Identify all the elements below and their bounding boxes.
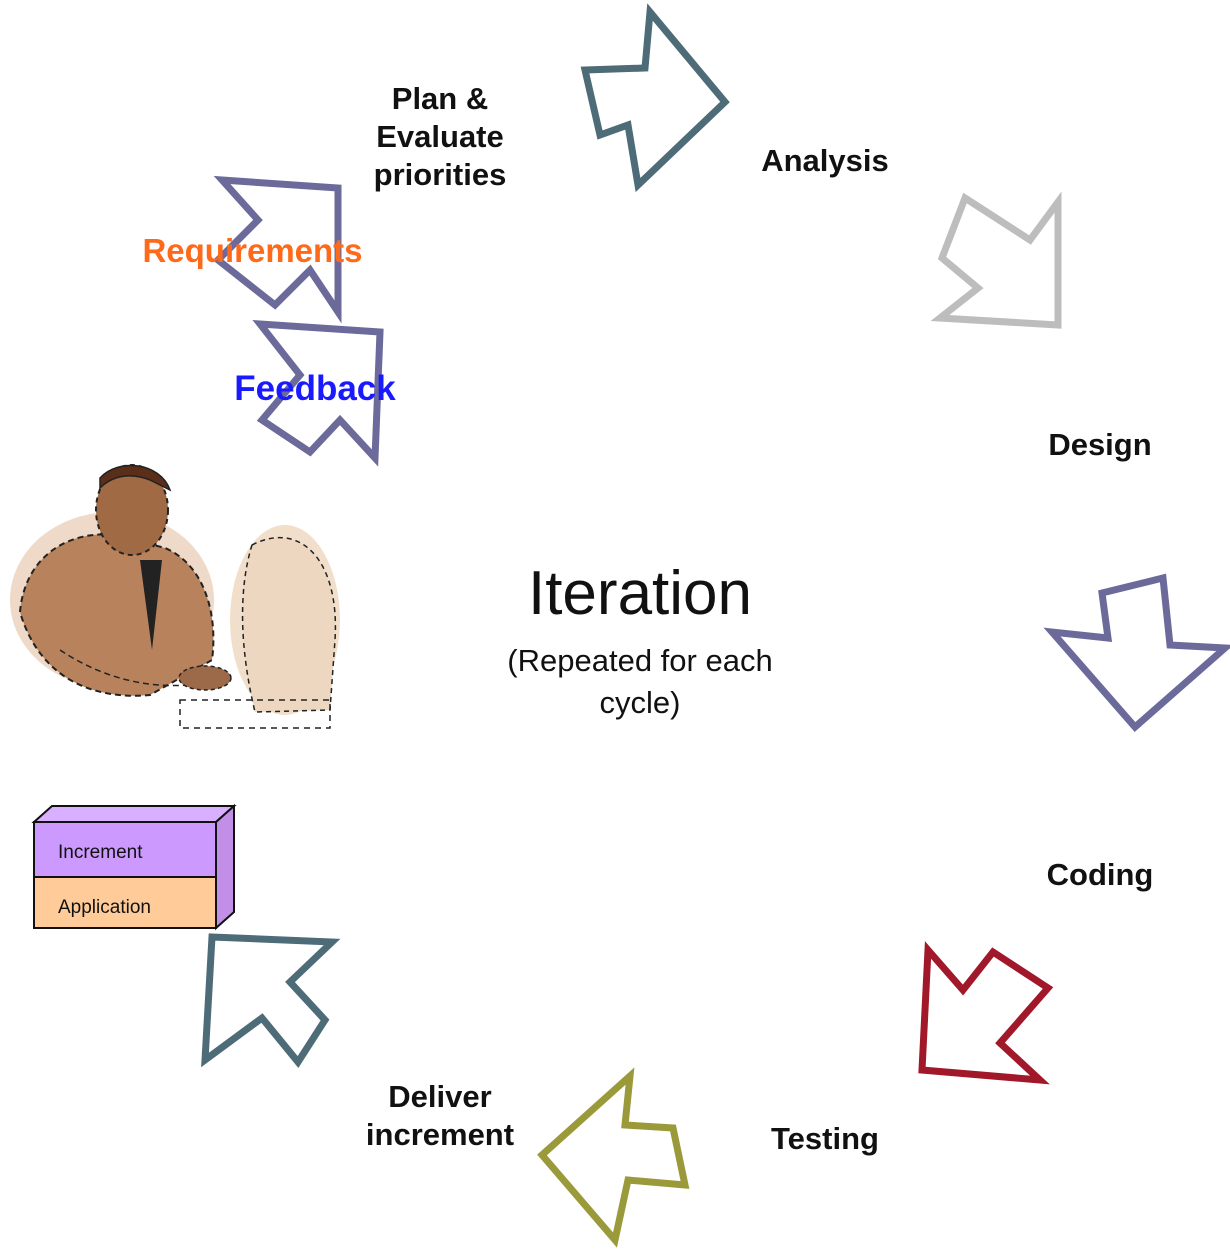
plan-line-2: Evaluate (376, 118, 504, 154)
increment-block (33, 821, 217, 878)
iteration-subtitle-line-1: (Repeated for each (507, 643, 773, 678)
plan-evaluate-label: Plan & Evaluate priorities (340, 80, 540, 193)
cycle-arrow-design-to-coding (1043, 573, 1230, 732)
coding-label: Coding (1046, 857, 1154, 892)
iteration-subtitle-line-2: cycle) (599, 684, 681, 720)
requirements-arrow (212, 175, 342, 324)
feedback-label: Feedback (234, 369, 396, 408)
cycle-arrow-plan-to-analysis (580, 3, 730, 193)
analysis-label: Analysis (761, 143, 889, 178)
increment-label: Increment (58, 842, 143, 863)
cycle-arrow-deliver-to-stack (201, 933, 341, 1068)
increment-application-stack: Increment Application (31, 803, 237, 931)
plan-line-1: Plan & (391, 81, 489, 116)
plan-line-3: priorities (373, 156, 507, 192)
requirements-label: Requirements (142, 232, 363, 269)
application-block (33, 876, 217, 929)
design-label: Design (1048, 427, 1152, 462)
iteration-subtitle: (Repeated for each cycle) (460, 640, 820, 724)
cycle-arrow-testing-to-deliver (537, 1067, 690, 1248)
application-label: Application (58, 897, 151, 918)
person-at-computer-icon (10, 464, 340, 729)
iteration-title: Iteration (527, 559, 753, 628)
testing-label: Testing (771, 1121, 879, 1156)
deliver-increment-label: Deliver increment (340, 1078, 540, 1154)
feedback-arrow (252, 319, 384, 467)
deliver-line-1: Deliver (388, 1079, 492, 1114)
cycle-arrow-coding-to-testing (918, 941, 1054, 1085)
deliver-line-2: increment (365, 1116, 515, 1152)
cycle-arrow-analysis-to-design (930, 191, 1062, 329)
